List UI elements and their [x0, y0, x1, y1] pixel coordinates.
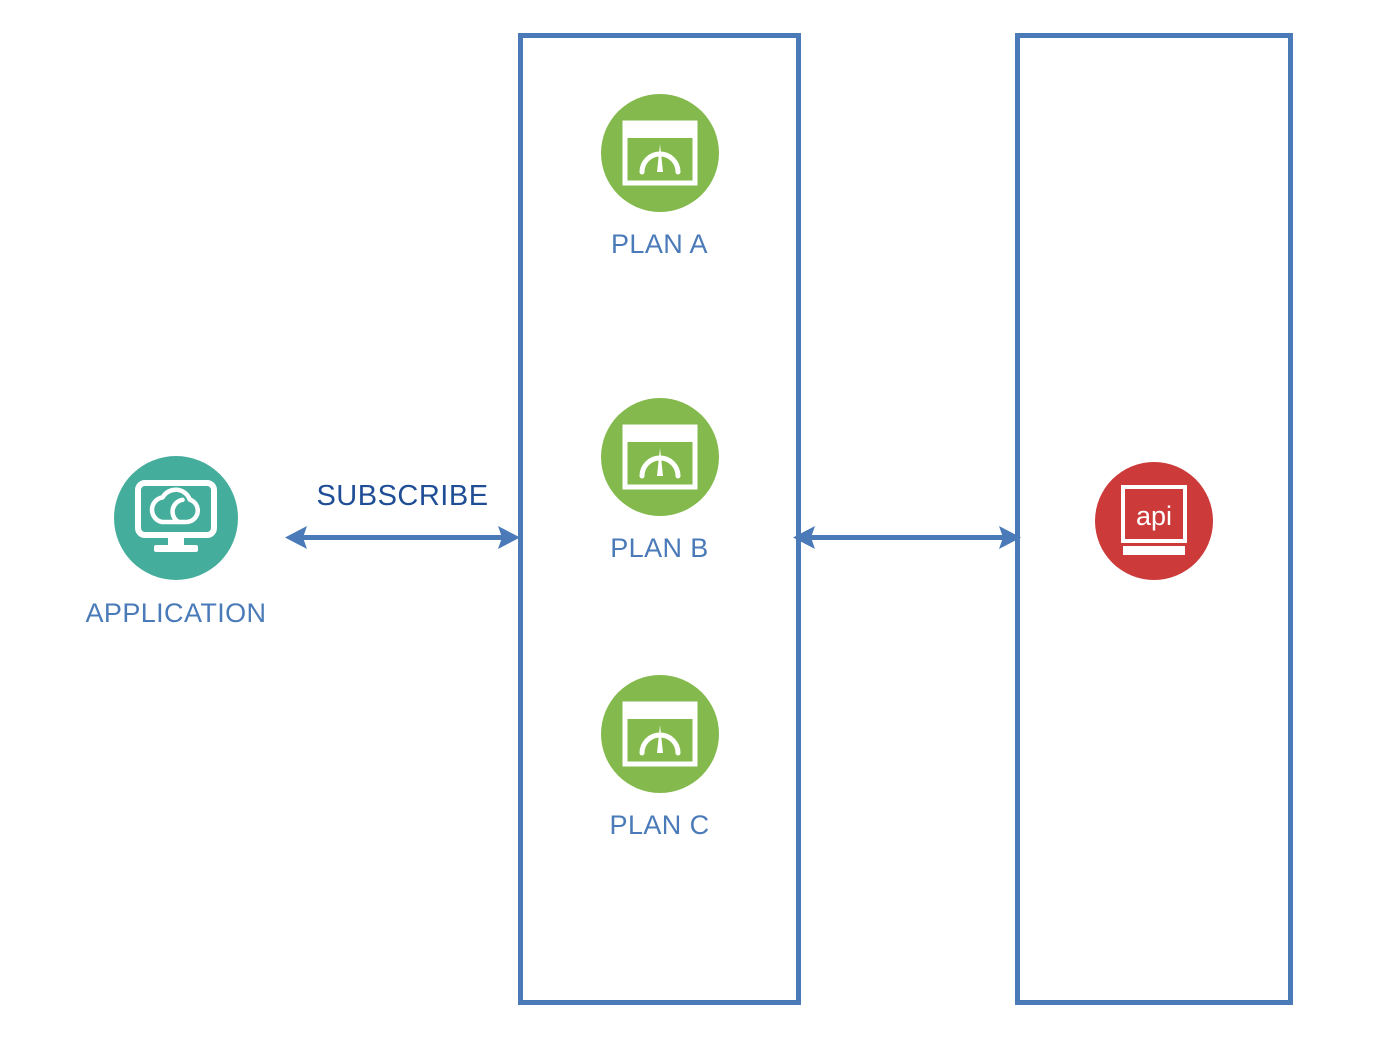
node-api[interactable]: api — [1015, 462, 1293, 580]
plan-gauge-icon — [622, 701, 697, 767]
application-icon-circle — [114, 456, 238, 580]
plan-b-label: PLAN B — [610, 533, 709, 563]
plan-b-icon-circle — [600, 398, 719, 516]
plan-a-label: PLAN A — [611, 229, 708, 259]
arrow-label-subscribe: SUBSCRIBE — [316, 480, 489, 512]
api-icon-circle: api — [1095, 462, 1213, 580]
plan-c-label: PLAN C — [609, 810, 710, 840]
double-headed-arrow-icon — [285, 526, 520, 549]
node-plan-a[interactable]: PLAN A — [518, 94, 801, 260]
node-plan-b[interactable]: PLAN B — [518, 398, 801, 564]
arrow-plans-to-api — [793, 515, 1021, 560]
node-plan-c[interactable]: PLAN C — [518, 675, 801, 841]
api-square-icon: api — [1121, 485, 1187, 555]
plan-a-icon-circle — [600, 94, 719, 212]
application-label: APPLICATION — [85, 598, 267, 628]
arrow-application-to-plans — [285, 515, 520, 560]
node-application[interactable]: APPLICATION — [56, 456, 296, 629]
plan-gauge-icon — [622, 120, 697, 186]
cloud-monitor-icon — [135, 480, 217, 552]
plan-gauge-icon — [622, 424, 697, 490]
api-text: api — [1136, 501, 1172, 531]
plan-c-icon-circle — [600, 675, 719, 793]
double-headed-arrow-icon — [793, 526, 1021, 549]
